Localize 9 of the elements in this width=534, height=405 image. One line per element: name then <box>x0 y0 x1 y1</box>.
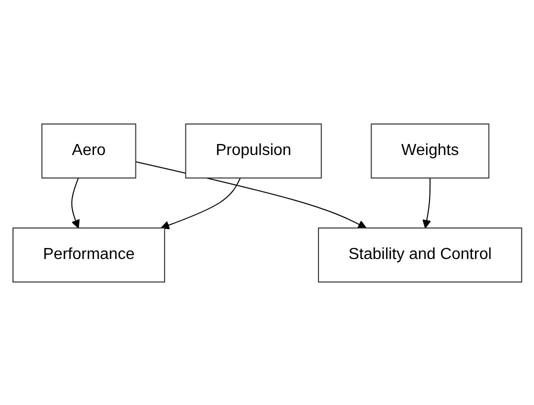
node-box: Propulsion <box>184 123 322 178</box>
node-box: Stability and Control <box>318 227 522 282</box>
node-box: Performance <box>12 227 165 282</box>
arrow <box>422 177 431 228</box>
node-box: Weights <box>370 123 489 178</box>
node-box: Aero <box>41 123 136 178</box>
arrow <box>160 177 240 229</box>
arrow <box>134 160 366 228</box>
arrow <box>70 177 80 228</box>
